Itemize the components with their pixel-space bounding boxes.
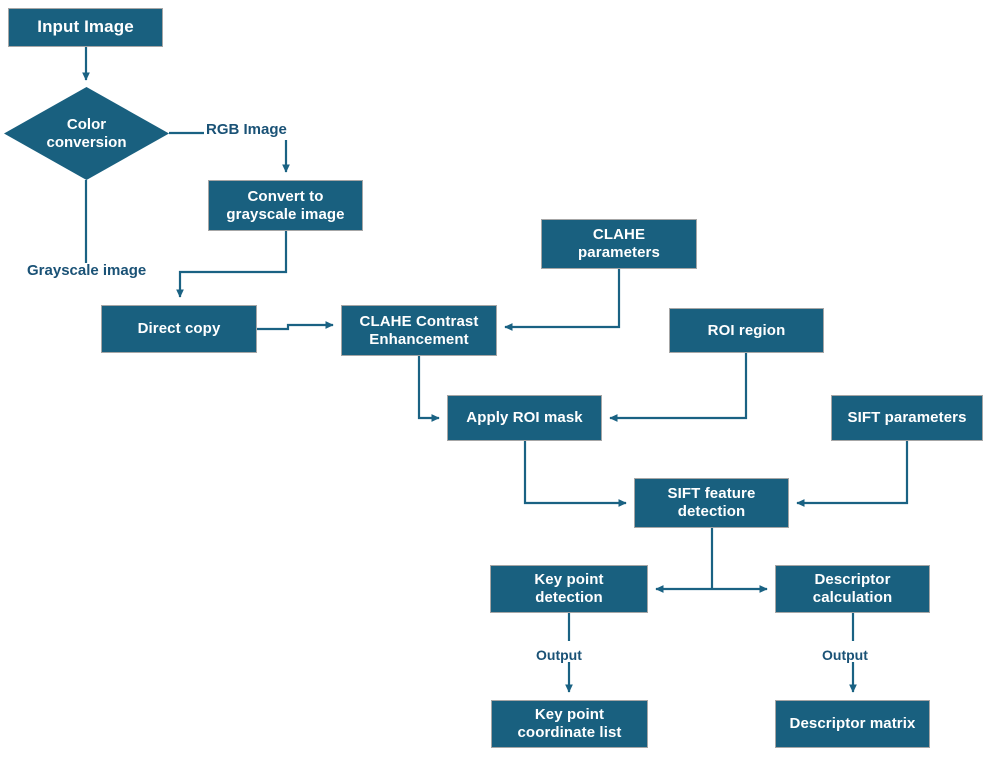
edge-direct-copy-to-clahe xyxy=(257,321,334,331)
node-sift-parameters[interactable]: SIFT parameters xyxy=(831,395,983,441)
node-input-image-label: Input Image xyxy=(37,17,134,37)
edge-clahe-to-roi-mask xyxy=(417,356,440,422)
node-roi-region[interactable]: ROI region xyxy=(669,308,824,353)
node-apply-roi-mask[interactable]: Apply ROI mask xyxy=(447,395,602,441)
edge-sift-params-to-sift xyxy=(796,441,909,507)
node-roi-region-label: ROI region xyxy=(707,321,786,339)
edge-label-rgb-image: RGB Image xyxy=(206,121,287,138)
edge-label-grayscale-image: Grayscale image xyxy=(27,262,147,279)
edge-label-output-descriptor: Output xyxy=(822,647,868,663)
node-direct-copy[interactable]: Direct copy xyxy=(101,305,257,353)
node-descriptor-matrix[interactable]: Descriptor matrix xyxy=(775,700,930,748)
node-sift-parameters-label: SIFT parameters xyxy=(847,409,967,427)
edge-roi-mask-to-sift xyxy=(523,441,627,507)
edge-convert-to-direct-copy xyxy=(176,231,288,298)
edge-label-output-keypoint: Output xyxy=(536,647,582,663)
node-descriptor-matrix-label: Descriptor matrix xyxy=(789,715,916,733)
node-direct-copy-label: Direct copy xyxy=(137,320,221,338)
node-input-image[interactable]: Input Image xyxy=(8,8,163,47)
edge-clahe-params-to-clahe xyxy=(504,269,621,331)
node-apply-roi-mask-label: Apply ROI mask xyxy=(466,409,583,427)
edge-roi-region-to-roi-mask xyxy=(609,353,748,422)
